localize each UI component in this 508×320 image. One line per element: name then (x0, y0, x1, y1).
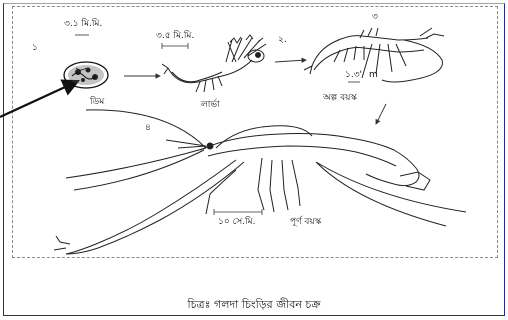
stage-number-3: ৩ (372, 13, 378, 22)
stage-number-2: ২. (278, 36, 287, 45)
adult-label: পূর্ণ বয়স্ক (290, 218, 321, 227)
larva-label: লার্ভা (201, 101, 220, 110)
egg-illustration (64, 62, 108, 88)
adult-illustration (54, 110, 466, 254)
juvenile-label: অল্প বয়স্ক (323, 94, 357, 103)
pointer-arrow (0, 82, 76, 117)
larva-illustration (162, 35, 266, 92)
figure-caption: চিত্রঃ গলদা চিংড়ির জীবন চক্র (0, 296, 508, 315)
stage-number-1: ১ (32, 44, 38, 53)
stage-number-4: ৪ (145, 124, 151, 133)
egg-scale-label: ৩.১ মি.মি. (64, 20, 102, 29)
juvenile-scale-label: ১.৩' (345, 71, 362, 80)
juvenile-scale-unit: m (369, 71, 378, 80)
egg-label: ডিম (90, 98, 104, 107)
adult-scale-label: ১০ সে.মি. (218, 218, 255, 227)
larva-scale-label: ৩.৫ মি.মি. (156, 32, 194, 41)
arrow-juvenile-adult (376, 104, 386, 124)
arrow-larva-juvenile (275, 60, 306, 62)
